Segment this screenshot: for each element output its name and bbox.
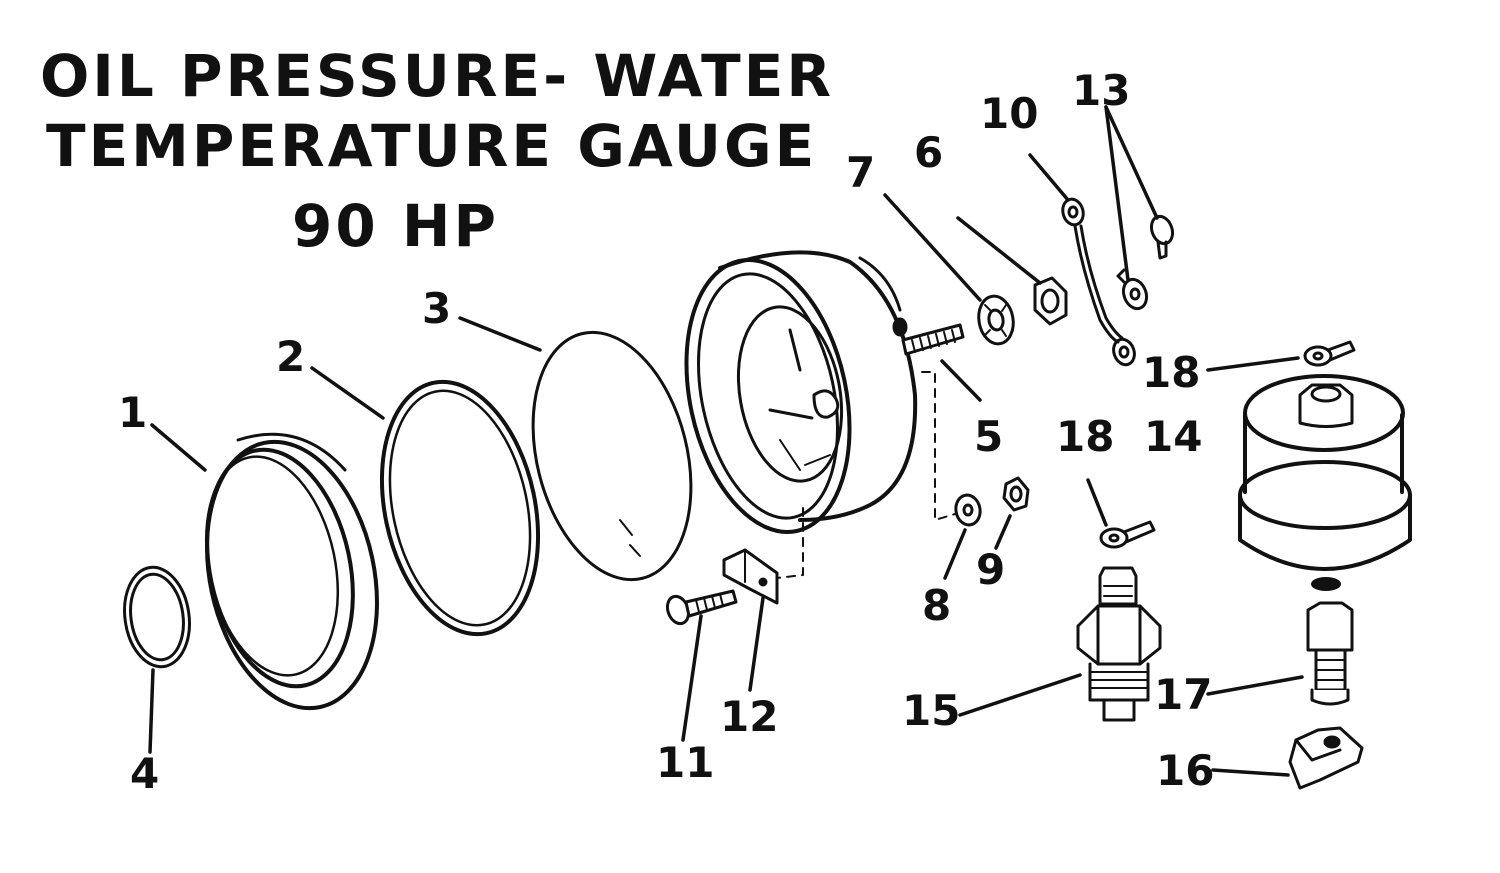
part-2-gasket	[379, 379, 541, 637]
title-line-2: TEMPERATURE GAUGE	[46, 112, 818, 180]
part-15-temp-sender	[1076, 566, 1162, 722]
callout-14: 14	[1144, 412, 1203, 461]
leader-4	[148, 668, 155, 754]
part-1-bezel	[204, 432, 379, 711]
part-18-terminal-lower	[1099, 520, 1156, 549]
leader-1	[150, 423, 207, 472]
part-4-o-ring	[123, 565, 191, 669]
part-16-clip	[1288, 726, 1364, 790]
leader-6	[956, 216, 1042, 285]
part-9-nut	[1002, 476, 1030, 512]
leader-18-lower	[1086, 478, 1108, 527]
part-5-stud	[892, 317, 965, 356]
callout-18-upper: 18	[1142, 348, 1201, 397]
leader-17	[1206, 675, 1304, 696]
callout-2: 2	[276, 332, 306, 381]
callout-10: 10	[980, 89, 1039, 138]
leader-5	[940, 359, 982, 402]
callout-12: 12	[720, 692, 779, 741]
callout-5: 5	[974, 412, 1004, 461]
leader-16	[1211, 768, 1290, 777]
part-14-oil-sender	[1238, 374, 1412, 591]
part-12-bracket	[722, 548, 779, 605]
leader-3	[458, 316, 542, 352]
part-3-lens	[531, 330, 693, 582]
callout-16: 16	[1156, 746, 1215, 795]
part-8-washer	[954, 493, 982, 527]
callout-3: 3	[422, 284, 452, 333]
callout-6: 6	[914, 128, 944, 177]
callout-17: 17	[1154, 670, 1213, 719]
part-6-nut	[1033, 276, 1068, 326]
part-17-fitting	[1306, 601, 1354, 706]
leader-18-upper	[1206, 356, 1300, 372]
callout-9: 9	[976, 545, 1006, 594]
leader-13a	[1104, 105, 1130, 282]
callout-15: 15	[902, 686, 961, 735]
part-10-wire	[1061, 197, 1136, 367]
part-7-lockwasher	[977, 294, 1015, 346]
leader-lines	[148, 105, 1304, 777]
leader-7	[883, 193, 982, 302]
callout-8: 8	[922, 581, 952, 630]
leader-10	[1028, 153, 1070, 202]
assembly-guide-lines	[776, 371, 956, 579]
leader-2	[310, 366, 385, 420]
gauge-body	[684, 250, 965, 534]
title-line-3: 90 HP	[292, 192, 499, 260]
leader-13b	[1104, 105, 1159, 220]
callout-13: 13	[1072, 66, 1131, 115]
title-line-1: OIL PRESSURE- WATER	[40, 42, 835, 110]
part-18-terminal-upper	[1303, 340, 1356, 367]
callout-7: 7	[846, 148, 876, 197]
leader-11	[681, 614, 703, 742]
part-11-screw	[665, 589, 738, 626]
leader-9	[994, 514, 1012, 550]
callout-4: 4	[130, 749, 160, 798]
callout-1: 1	[118, 388, 148, 437]
callout-11: 11	[656, 738, 715, 787]
callout-18-lower: 18	[1056, 412, 1115, 461]
leader-15	[958, 673, 1082, 717]
leader-8	[943, 528, 967, 580]
leader-12	[748, 596, 765, 692]
